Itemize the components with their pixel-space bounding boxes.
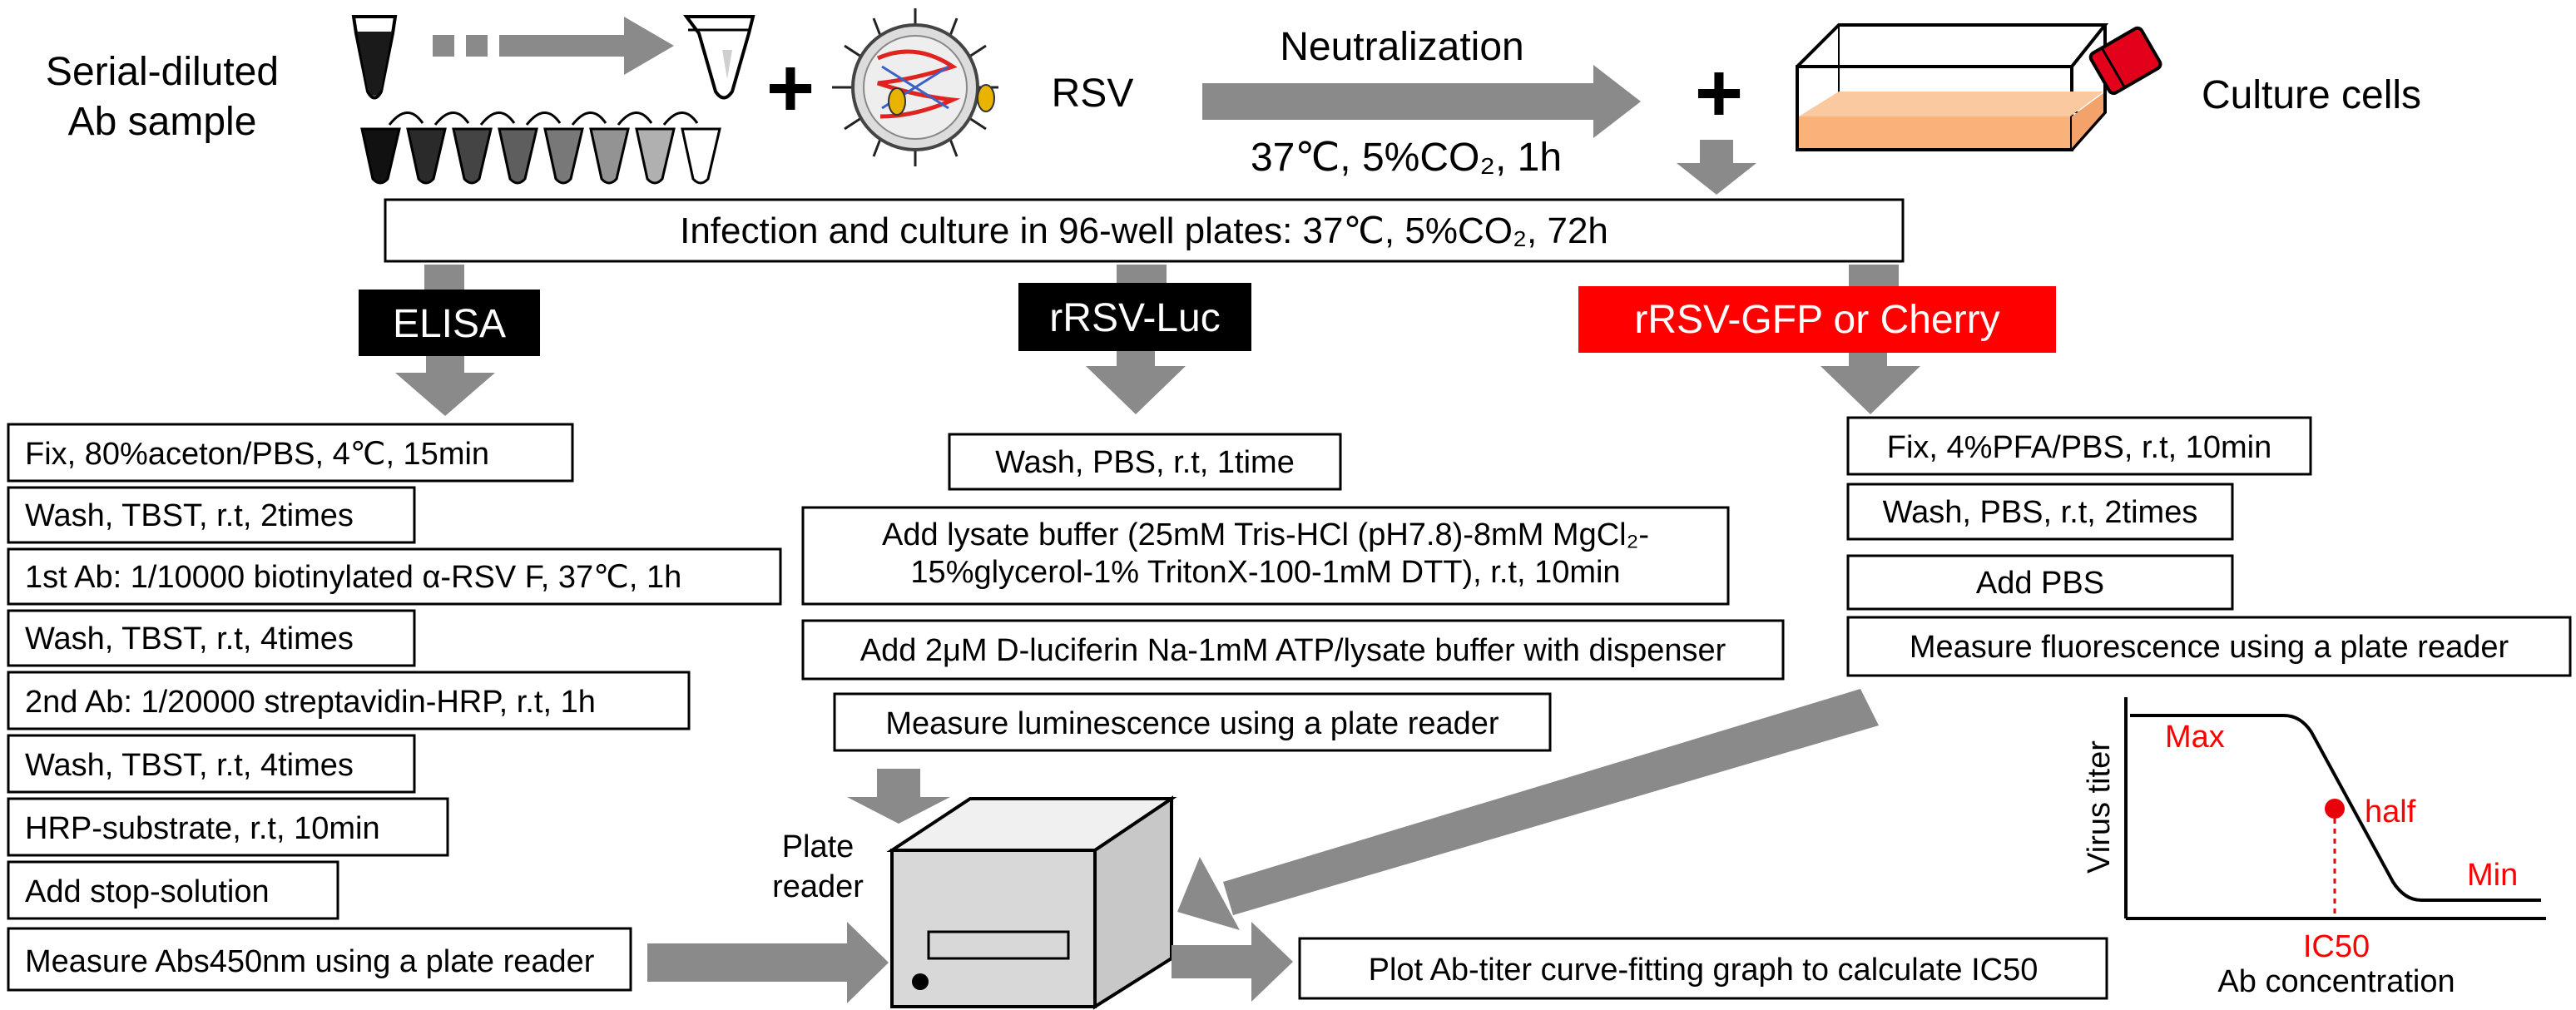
elisa-step-4 <box>7 609 416 667</box>
elisa-step-5 <box>7 671 691 730</box>
gfp-steps: Fix, 4%PFA/PBS, r.t, 10min Wash, PBS, r.… <box>1846 416 2572 677</box>
gfp-label: rRSV-GFP or Cherry <box>1634 298 1999 342</box>
down-arrow-to-infection-icon <box>1677 140 1756 195</box>
elisa-step-3-text: 1st Ab: 1/10000 biotinylated α-RSV F, 37… <box>25 560 681 595</box>
luc-step-1-text: Wash, PBS, r.t, 1time <box>995 445 1295 480</box>
elisa-step-3 <box>7 547 782 606</box>
elisa-step-9 <box>7 927 632 992</box>
gfp-step-2 <box>1846 483 2234 541</box>
ic50-label: IC50 <box>2303 929 2370 964</box>
luc-step-3-text: Add 2μM D-luciferin Na-1mM ATP/lysate bu… <box>860 633 1726 668</box>
elisa-branch: ELISA <box>359 265 540 416</box>
sample-label-line-1: Serial-diluted <box>46 50 279 94</box>
elisa-label-box <box>359 290 540 356</box>
rsv-virus-icon <box>832 8 998 166</box>
luc-step-2 <box>801 506 1730 606</box>
min-label: Min <box>2467 858 2518 893</box>
elisa-step-9-text: Measure Abs450nm using a plate reader <box>25 944 595 979</box>
titration-curve <box>2130 714 2541 902</box>
elisa-step-8 <box>7 860 339 920</box>
half-point-marker <box>2325 799 2345 819</box>
tube-2-icon <box>406 127 447 185</box>
luc-branch: rRSV-Luc <box>1018 265 1251 414</box>
gfp-step-3 <box>1846 554 2234 611</box>
luc-step-4 <box>833 692 1552 752</box>
gfp-label-box <box>1578 286 2056 353</box>
luc-to-reader-arrow-icon <box>847 769 950 824</box>
infection-box <box>384 198 1905 263</box>
ic50-graph: Max half Min IC50 Ab concentration Virus… <box>2082 697 2546 999</box>
rsv-label: RSV <box>1052 72 1134 116</box>
elisa-step-7-text: HRP-substrate, r.t, 10min <box>25 811 380 846</box>
gfp-step-1 <box>1846 416 2312 476</box>
culture-cells-label: Culture cells <box>2202 73 2421 117</box>
luc-step-1 <box>948 433 1342 491</box>
luc-down-arrow-icon <box>1086 351 1186 414</box>
luc-step-3 <box>801 619 1785 681</box>
reader-to-plot-arrow-icon <box>1172 922 1293 1002</box>
culture-flask-icon <box>1796 23 2162 151</box>
luc-step-2-line-1: Add lysate buffer (25mM Tris-HCl (pH7.8)… <box>882 517 1649 552</box>
gfp-step-4 <box>1846 616 2572 677</box>
elisa-step-6 <box>7 734 416 794</box>
tube-4-icon <box>498 127 538 185</box>
gfp-step-3-text: Add PBS <box>1976 566 2104 601</box>
elisa-to-reader-arrow-icon <box>647 922 889 1003</box>
gfp-branch: rRSV-GFP or Cherry <box>1578 265 2056 414</box>
gfp-step-1-text: Fix, 4%PFA/PBS, r.t, 10min <box>1887 430 2272 465</box>
elisa-down-arrow-icon <box>395 356 495 416</box>
sample-label-line-2: Ab sample <box>68 100 257 144</box>
infection-box-text: Infection and culture in 96-well plates:… <box>680 210 1608 251</box>
neutralization-arrow-icon <box>1202 65 1641 138</box>
elisa-step-8-text: Add stop-solution <box>25 874 270 909</box>
gfp-to-reader-arrow-icon <box>1177 689 1879 930</box>
gfp-step-4-text: Measure fluorescence using a plate reade… <box>1910 630 2509 665</box>
neutralization-label: Neutralization <box>1280 25 1523 69</box>
plate-reader-icon <box>886 795 1177 1010</box>
elisa-steps: Fix, 80%aceton/PBS, 4℃, 15min Wash, TBST… <box>7 423 782 992</box>
elisa-step-4-text: Wash, TBST, r.t, 4times <box>25 621 354 656</box>
x-axis-label: Ab concentration <box>2217 964 2455 999</box>
luc-steps: Wash, PBS, r.t, 1time Add lysate buffer … <box>801 433 1785 752</box>
tube-7-icon <box>635 127 676 185</box>
elisa-step-2-text: Wash, TBST, r.t, 2times <box>25 498 354 533</box>
dilution-tube-row <box>360 111 721 185</box>
gfp-down-arrow-icon <box>1821 353 1920 414</box>
elisa-label: ELISA <box>393 302 506 346</box>
dilution-arrow-icon <box>433 17 674 75</box>
empty-tube-icon <box>683 15 755 100</box>
gfp-step-2-text: Wash, PBS, r.t, 2times <box>1883 495 2198 530</box>
plus-sign-2: + <box>1695 47 1743 140</box>
elisa-step-2 <box>7 486 416 544</box>
elisa-step-5-text: 2nd Ab: 1/20000 streptavidin-HRP, r.t, 1… <box>25 685 596 720</box>
luc-step-2-line-2: 15%glycerol-1% TritonX-100-1mM DTT), r.t… <box>910 555 1620 590</box>
tube-6-icon <box>589 127 630 185</box>
luc-step-4-text: Measure luminescence using a plate reade… <box>885 706 1499 741</box>
elisa-step-7 <box>7 797 449 857</box>
plot-box-text: Plot Ab-titer curve-fitting graph to cal… <box>1369 953 2039 988</box>
tube-8-icon <box>681 127 721 185</box>
luc-label-box <box>1018 283 1251 351</box>
luc-label: rRSV-Luc <box>1049 296 1220 340</box>
elisa-step-1 <box>7 423 574 483</box>
elisa-step-6-text: Wash, TBST, r.t, 4times <box>25 748 354 783</box>
tube-5-icon <box>543 127 584 185</box>
dark-tube-icon <box>351 15 398 100</box>
half-label: half <box>2365 795 2416 829</box>
tube-3-icon <box>452 127 493 185</box>
elisa-step-1-text: Fix, 80%aceton/PBS, 4℃, 15min <box>25 437 489 472</box>
neutralization-conditions: 37℃, 5%CO₂, 1h <box>1251 136 1562 180</box>
tube-1-icon <box>360 127 401 185</box>
y-axis-label: Virus titer <box>2082 740 2117 874</box>
transfer-arrows-icon <box>388 111 699 126</box>
reader-label-line-2: reader <box>772 869 864 904</box>
plot-box <box>1298 937 2108 1000</box>
max-label: Max <box>2165 720 2225 755</box>
reader-label-line-1: Plate <box>782 829 855 864</box>
sample-label: Serial-diluted Ab sample <box>46 50 279 144</box>
plus-sign-1: + <box>766 42 815 135</box>
